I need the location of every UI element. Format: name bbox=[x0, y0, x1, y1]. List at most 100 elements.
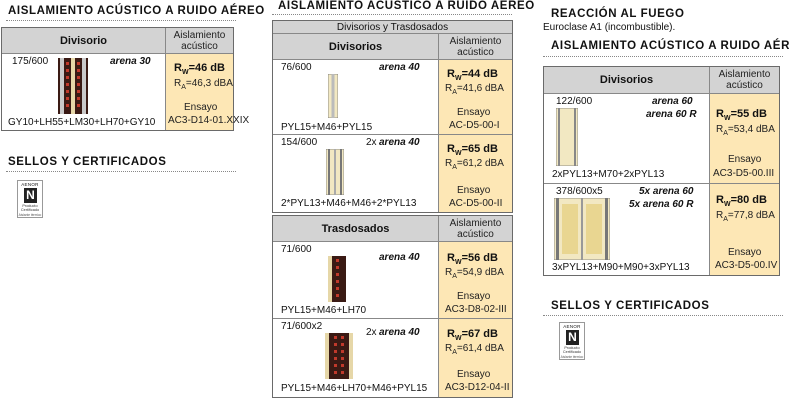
middle-tras-row-2-ra: RA=61,4 dBA bbox=[445, 343, 504, 356]
middle-div-row-2-ensayo-code: AC-D5-00-II bbox=[449, 198, 503, 209]
middle-div-row-1-values: RW=44 dB RA=41,6 dBA Ensayo AC-D5-00-I bbox=[438, 60, 512, 134]
left-row-ensayo: Ensayo bbox=[184, 102, 218, 113]
middle-top-label: Divisorios y Trasdosados bbox=[273, 21, 512, 33]
aenor-line3-right: Aislante térmico bbox=[560, 355, 584, 359]
middle-div-header-right: Aislamiento acústico bbox=[438, 34, 512, 59]
middle-tras-row-2-ensayo: Ensayo bbox=[457, 369, 491, 380]
right-row-2-ensayo: Ensayo bbox=[728, 247, 762, 258]
right-row-1-ensayo-code: AC3-D5-00.III bbox=[713, 168, 775, 179]
right-row-2-rw: RW=80 dB bbox=[716, 194, 767, 209]
middle-tras-header-right: Aislamiento acústico bbox=[438, 216, 512, 241]
left-row-arena: arena 30 bbox=[110, 56, 151, 67]
middle-div-row-1-rw: RW=44 dB bbox=[447, 68, 498, 83]
left-heading: AISLAMIENTO ACÚSTICO A RUIDO AÉREO bbox=[8, 5, 265, 17]
middle-div-row-1-ensayo: Ensayo bbox=[457, 107, 491, 118]
middle-div-row-1-ra: RA=41,6 dBA bbox=[445, 83, 504, 96]
right-row-1-values: RW=55 dB RA=53,4 dBA Ensayo AC3-D5-00.II… bbox=[709, 94, 779, 183]
right-row-2-ra: RA=77,8 dBA bbox=[716, 210, 775, 223]
middle-tras-table: Trasdosados Aislamiento acústico 71/600 … bbox=[272, 215, 513, 398]
middle-tras-row-2-arena: arena 40 bbox=[379, 327, 420, 338]
middle-tras-row-2: 71/600x2 2x arena 40 PYL15+M46+LH70+M46+… bbox=[273, 319, 438, 397]
middle-div-row-2-ensayo: Ensayo bbox=[457, 185, 491, 196]
aenor-line1: Producto bbox=[22, 204, 38, 208]
left-row-formula: GY10+LH55+LM30+LH70+GY10 bbox=[8, 117, 156, 128]
middle-div-row-2-values: RW=65 dB RA=61,2 dBA Ensayo AC-D5-00-II bbox=[438, 135, 512, 212]
left-row-values: RW=46 dB RA=46,3 dBA Ensayo AC3-D14-01.X… bbox=[165, 54, 249, 130]
double-stud-wall-90-icon bbox=[554, 198, 610, 260]
middle-div-row-1-ensayo-code: AC-D5-00-I bbox=[449, 120, 500, 131]
middle-div-row-2: 154/600 2x arena 40 2*PYL13+M46+M46+2*PY… bbox=[273, 135, 438, 212]
right-heading: AISLAMIENTO ACÚSTICO A RUIDO AÉREO bbox=[551, 40, 789, 52]
left-table: Divisorio Aislamiento acústico 175/600 a… bbox=[1, 27, 249, 131]
middle-div-row-2-arena: arena 40 bbox=[379, 137, 420, 148]
middle-tras-row-1-arena: arena 40 bbox=[379, 252, 420, 263]
right-row-2-ensayo-code: AC3-D5-00.IV bbox=[715, 260, 778, 271]
right-row-1-rw: RW=55 dB bbox=[716, 108, 767, 123]
right-row-1-code: 122/600 bbox=[556, 96, 593, 107]
middle-heading: AISLAMIENTO ACÚSTICO A RUIDO AÉREO bbox=[278, 0, 535, 12]
middle-tras-row-2-rw: RW=67 dB bbox=[447, 328, 498, 343]
aenor-n-icon: N bbox=[24, 188, 37, 203]
right-row-2-values: RW=80 dB RA=77,8 dBA Ensayo AC3-D5-00.IV bbox=[709, 184, 779, 275]
aenor-brand: AENOR bbox=[21, 182, 39, 187]
middle-div-row-2-ra: RA=61,2 dBA bbox=[445, 158, 504, 171]
right-sellos-heading: SELLOS Y CERTIFICADOS bbox=[551, 300, 710, 312]
left-heading-rule bbox=[6, 20, 236, 21]
middle-div-row-2-count: 2x bbox=[366, 137, 377, 148]
aenor-line2-right: Certificado bbox=[562, 350, 582, 354]
middle-tras-row-1-values: RW=56 dB RA=54,9 dBA Ensayo AC3-D8-02-II… bbox=[438, 242, 512, 318]
right-header-right: Aislamiento acústico bbox=[709, 67, 779, 93]
middle-tras-row-1-ra: RA=54,9 dBA bbox=[445, 267, 504, 280]
middle-tras-row-2-ensayo-code: AC3-D12-04-II bbox=[445, 382, 510, 393]
middle-div-row-2-formula: 2*PYL13+M46+M46+2*PYL13 bbox=[281, 198, 417, 209]
right-row-1-arena1: arena 60 bbox=[652, 96, 693, 107]
middle-tras-row-2-formula: PYL15+M46+LH70+M46+PYL15 bbox=[281, 383, 428, 394]
middle-div-row-2-rw: RW=65 dB bbox=[447, 143, 498, 158]
right-header-label: Divisorios bbox=[544, 67, 709, 93]
right-row-2-code: 378/600x5 bbox=[556, 186, 603, 197]
middle-tras-row-1-ensayo-code: AC3-D8-02-III bbox=[445, 304, 507, 315]
double-lining-wall-icon bbox=[325, 333, 353, 379]
middle-div-table: Divisorios y Trasdosados Divisorios Aisl… bbox=[272, 20, 513, 213]
left-row-ensayo-code: AC3-D14-01.XXIX bbox=[168, 115, 250, 126]
right-table: Divisorios Aislamiento acústico 122/600 … bbox=[543, 66, 780, 276]
double-stud-wall-icon bbox=[326, 149, 344, 195]
middle-div-row-1-arena: arena 40 bbox=[379, 62, 420, 73]
middle-tras-row-1-formula: PYL15+M46+LH70 bbox=[281, 305, 367, 316]
middle-tras-row-2-count: 2x bbox=[366, 327, 377, 338]
left-row: 175/600 arena 30 GY10+LH55+LM30+LH70+GY1… bbox=[2, 54, 165, 130]
left-row-code: 175/600 bbox=[12, 56, 49, 67]
right-row-1-ra: RA=53,4 dBA bbox=[716, 124, 775, 137]
middle-div-row-1-formula: PYL15+M46+PYL15 bbox=[281, 122, 373, 133]
middle-tras-row-2-values: RW=67 dB RA=61,4 dBA Ensayo AC3-D12-04-I… bbox=[438, 319, 512, 397]
aenor-line1-right: Producto bbox=[564, 346, 580, 350]
aenor-line3: Aislante térmico bbox=[18, 213, 42, 217]
right-row-1-formula: 2xPYL13+M70+2xPYL13 bbox=[552, 169, 665, 180]
right-row-2: 378/600x5 5x arena 60 5x arena 60 R 3xPY… bbox=[544, 184, 709, 275]
left-row-ra: RA=46,3 dBA bbox=[174, 78, 233, 91]
left-header-right: Aislamiento acústico bbox=[165, 28, 233, 53]
middle-tras-header-label: Trasdosados bbox=[273, 216, 438, 241]
left-row-rw: RW=46 dB bbox=[174, 62, 225, 77]
right-row-2-formula: 3xPYL13+M90+M90+3xPYL13 bbox=[552, 262, 690, 273]
middle-div-row-2-code: 154/600 bbox=[281, 137, 318, 148]
stud-wall-60-icon bbox=[556, 108, 578, 166]
brick-wall-icon bbox=[58, 58, 88, 114]
aenor-line2: Certificado bbox=[20, 208, 40, 212]
middle-tras-row-1-ensayo: Ensayo bbox=[457, 291, 491, 302]
lining-wall-icon bbox=[328, 256, 346, 302]
aenor-brand-right: AENOR bbox=[563, 324, 581, 329]
right-fuego-heading: REACCIÓN AL FUEGO bbox=[551, 8, 685, 20]
middle-div-row-1: 76/600 arena 40 PYL15+M46+PYL15 bbox=[273, 60, 438, 134]
right-row-2-arena2: 5x arena 60 R bbox=[629, 199, 694, 210]
right-row-1: 122/600 arena 60 arena 60 R 2xPYL13+M70+… bbox=[544, 94, 709, 183]
aenor-n-icon-right: N bbox=[566, 330, 579, 345]
middle-tras-row-1-rw: RW=56 dB bbox=[447, 252, 498, 267]
stud-wall-icon bbox=[328, 74, 338, 118]
left-sellos-heading: SELLOS Y CERTIFICADOS bbox=[8, 156, 167, 168]
left-header-label: Divisorio bbox=[2, 28, 165, 53]
middle-tras-row-2-code: 71/600x2 bbox=[281, 321, 323, 332]
middle-div-row-1-code: 76/600 bbox=[281, 62, 312, 73]
middle-tras-row-1-code: 71/600 bbox=[281, 244, 312, 255]
right-row-1-arena2: arena 60 R bbox=[646, 109, 697, 120]
